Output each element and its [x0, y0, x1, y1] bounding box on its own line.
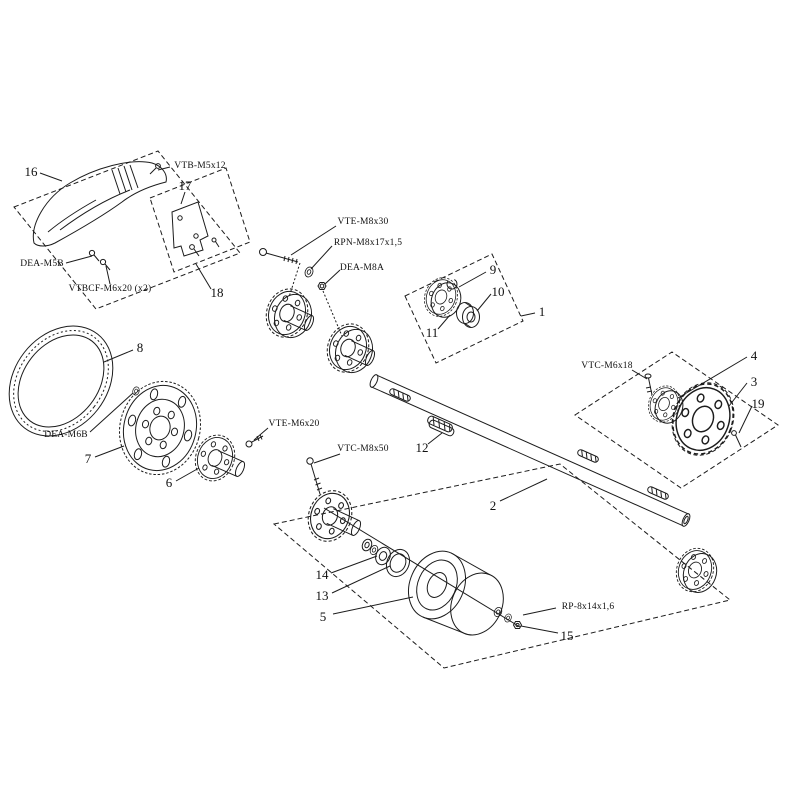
callout-number-12: 12 — [415, 440, 429, 455]
callout-number-7: 7 — [84, 451, 92, 466]
part-label-dea-m5b: DEA-M5B — [20, 259, 64, 269]
leader-lines — [39, 166, 753, 634]
guard-screws — [88, 163, 220, 271]
axle-hub-mid — [320, 317, 376, 379]
callout-number-9: 9 — [489, 262, 497, 277]
callout-number-11: 11 — [425, 325, 439, 340]
part-label-dea-m8a: DEA-M8A — [339, 263, 385, 273]
part-label-vtb-m5x12: VTB-M5x12 — [174, 161, 226, 171]
bolt-vte-m6x20 — [245, 434, 264, 448]
wheel-hub-group — [300, 457, 523, 636]
callout-number-17: 17 — [178, 178, 192, 193]
chain-washer — [131, 385, 141, 397]
part-label-vtbcf-m6x20: VTBCF-M6x20 (x2) — [68, 284, 152, 294]
axle-end-hub — [669, 542, 721, 598]
callout-number-14: 14 — [315, 567, 329, 582]
chain-guard — [32, 161, 167, 247]
axle-key — [427, 415, 455, 437]
callout-number-8: 8 — [136, 340, 144, 355]
part-label-vtc-m8x50: VTC-M8x50 — [337, 444, 389, 454]
callout-number-2: 2 — [489, 498, 497, 513]
wheel-hub-drum — [408, 550, 504, 636]
axle-hub-left — [259, 282, 315, 344]
chain — [8, 325, 114, 437]
callout-number-5: 5 — [319, 609, 327, 624]
part-label-rpn-m8x17x15: RPN-M8x17x1,5 — [333, 238, 403, 248]
callout-number-3: 3 — [750, 374, 758, 389]
part-label-vte-m6x20: VTE-M6x20 — [268, 419, 320, 429]
callout-number-4: 4 — [750, 348, 758, 363]
sprocket — [118, 380, 202, 476]
callout-number-18: 18 — [210, 285, 224, 300]
guard-bracket — [171, 201, 209, 257]
callout-number-1: 1 — [538, 304, 546, 319]
callout-number-19: 19 — [751, 396, 765, 411]
part-label-rp-8x14x16: RP-8x14x1,6 — [561, 602, 615, 612]
part-label-dea-m6b: DEA-M6B — [44, 430, 88, 440]
callout-number-6: 6 — [165, 475, 173, 490]
callout-number-16: 16 — [24, 164, 38, 179]
sprocket-hub — [188, 429, 246, 487]
part-label-vtc-m6x18: VTC-M6x18 — [581, 361, 633, 371]
part-label-vte-m8x30: VTE-M8x30 — [337, 217, 389, 227]
boundary-boxes — [13, 150, 779, 669]
brake-hub-group — [643, 373, 744, 464]
hub-kit-box1 — [418, 272, 480, 328]
callout-number-15: 15 — [560, 628, 574, 643]
callout-number-10: 10 — [491, 284, 505, 299]
nut-dea-m8a — [317, 282, 343, 337]
bolt-vte-m8x30 — [259, 248, 301, 298]
axle-shaft — [369, 374, 691, 527]
axle-nut — [512, 621, 523, 629]
callout-number-13: 13 — [315, 588, 329, 603]
